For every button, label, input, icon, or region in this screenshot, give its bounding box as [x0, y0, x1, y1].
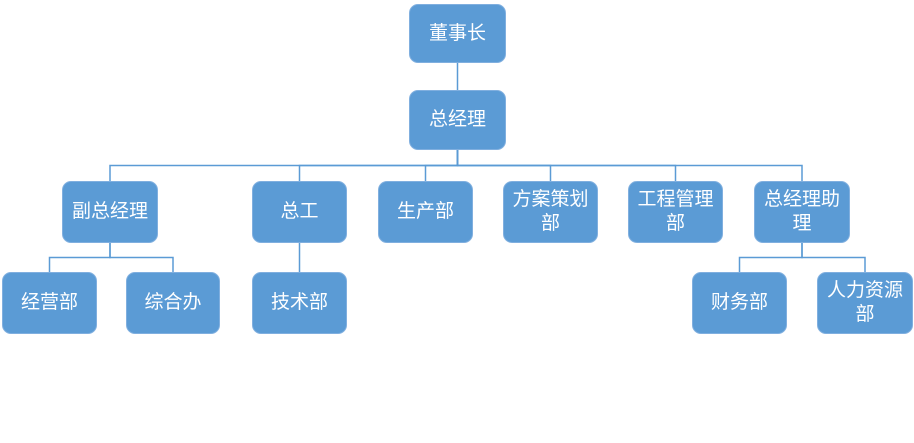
org-node-label: 方案策划 部 [512, 188, 589, 234]
org-node-deputy-gm[interactable]: 副总经理 [62, 181, 158, 243]
connector-deputy-gm-to-operations-dept [48, 243, 111, 272]
org-node-label: 财务部 [710, 291, 768, 314]
connector-gm-assistant-to-hr-dept [801, 243, 866, 272]
org-node-label: 经营部 [20, 291, 78, 314]
org-node-label: 人力资源 部 [826, 279, 903, 325]
org-node-label: 总工 [280, 200, 319, 223]
org-node-gm-assistant[interactable]: 总经理助 理 [754, 181, 850, 243]
org-node-production-dept[interactable]: 生产部 [378, 181, 473, 243]
connector-general-manager-to-production-dept [424, 150, 459, 181]
org-node-operations-dept[interactable]: 经营部 [2, 272, 97, 334]
org-node-hr-dept[interactable]: 人力资源 部 [817, 272, 913, 334]
org-node-label: 综合办 [144, 291, 202, 314]
connector-deputy-gm-to-general-office [109, 243, 174, 272]
org-node-general-office[interactable]: 综合办 [126, 272, 220, 334]
org-node-finance-dept[interactable]: 财务部 [692, 272, 787, 334]
org-node-label: 生产部 [396, 200, 454, 223]
connector-gm-assistant-to-finance-dept [738, 243, 803, 272]
org-node-general-manager[interactable]: 总经理 [409, 90, 506, 150]
connector-general-manager-to-gm-assistant [456, 150, 803, 181]
org-node-label: 副总经理 [71, 200, 148, 223]
org-node-technical-dept[interactable]: 技术部 [252, 272, 347, 334]
org-node-label: 总经理 [428, 108, 486, 131]
org-node-label: 董事长 [428, 21, 486, 44]
org-node-label: 工程管理 部 [637, 188, 714, 234]
org-node-label: 技术部 [270, 291, 328, 314]
org-node-planning-dept[interactable]: 方案策划 部 [503, 181, 598, 243]
org-node-engineering-mgmt-dept[interactable]: 工程管理 部 [628, 181, 723, 243]
org-node-label: 总经理助 理 [763, 188, 840, 234]
org-node-chairman[interactable]: 董事长 [409, 4, 506, 63]
org-node-chief-engineer[interactable]: 总工 [252, 181, 347, 243]
